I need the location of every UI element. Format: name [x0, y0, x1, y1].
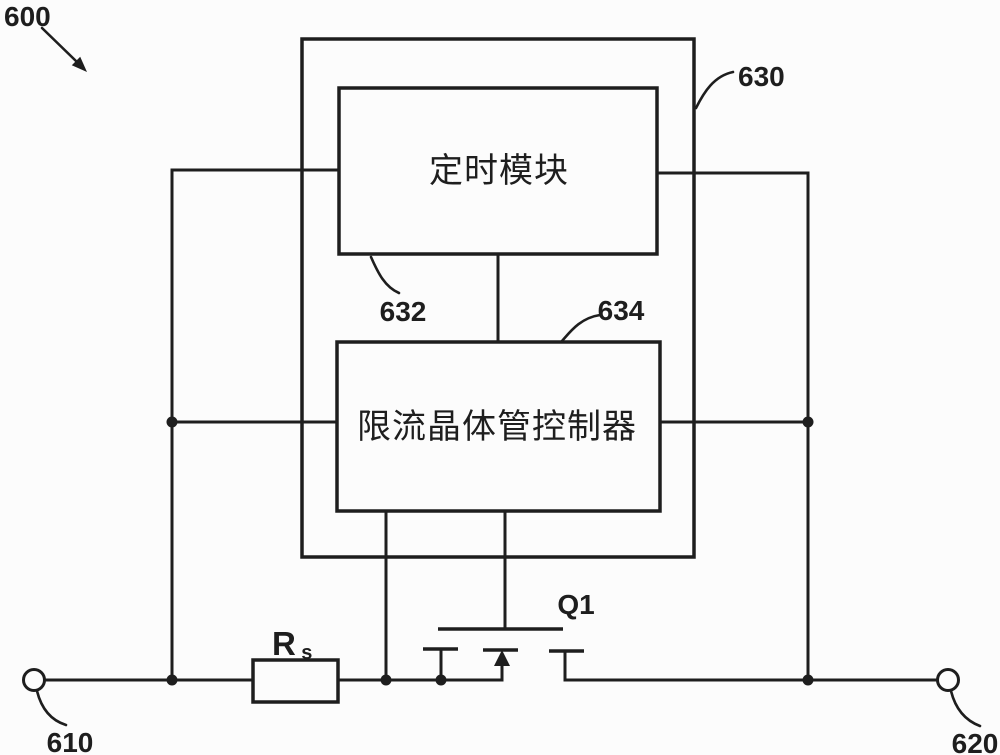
terminal-right-label: 620 [952, 728, 999, 755]
figure-reference-label: 600 [4, 1, 51, 32]
mosfet-body-arrow-icon [494, 650, 510, 666]
figure-reference-arrow-line [40, 26, 78, 63]
leader-634 [560, 313, 602, 343]
resistor-symbol [251, 658, 340, 704]
junction-dot [802, 674, 814, 686]
transistor-controller-label: 限流晶体管控制器 [357, 408, 637, 446]
terminal-left-circle [22, 668, 46, 692]
resistor-label: R s [272, 625, 312, 664]
timing-module-label: 定时模块 [429, 152, 569, 190]
leader-610 [35, 689, 68, 727]
transistor-controller-ref-label: 634 [598, 295, 645, 326]
figure-reference-arrowhead-icon [71, 56, 87, 72]
outer-module-ref-label: 630 [738, 61, 785, 92]
transistor-label: Q1 [557, 589, 594, 620]
junction-dot [380, 674, 392, 686]
terminal-left-label: 610 [47, 727, 94, 755]
leader-630 [694, 70, 735, 110]
leader-620 [949, 689, 982, 728]
junction-dot [802, 416, 814, 428]
outer-module-box [300, 37, 696, 559]
leader-632 [369, 255, 401, 295]
junction-dot [166, 416, 178, 428]
timing-module-ref-label: 632 [380, 296, 427, 327]
terminal-right-circle [936, 668, 960, 692]
junction-dot [435, 674, 447, 686]
junction-dot [166, 674, 178, 686]
